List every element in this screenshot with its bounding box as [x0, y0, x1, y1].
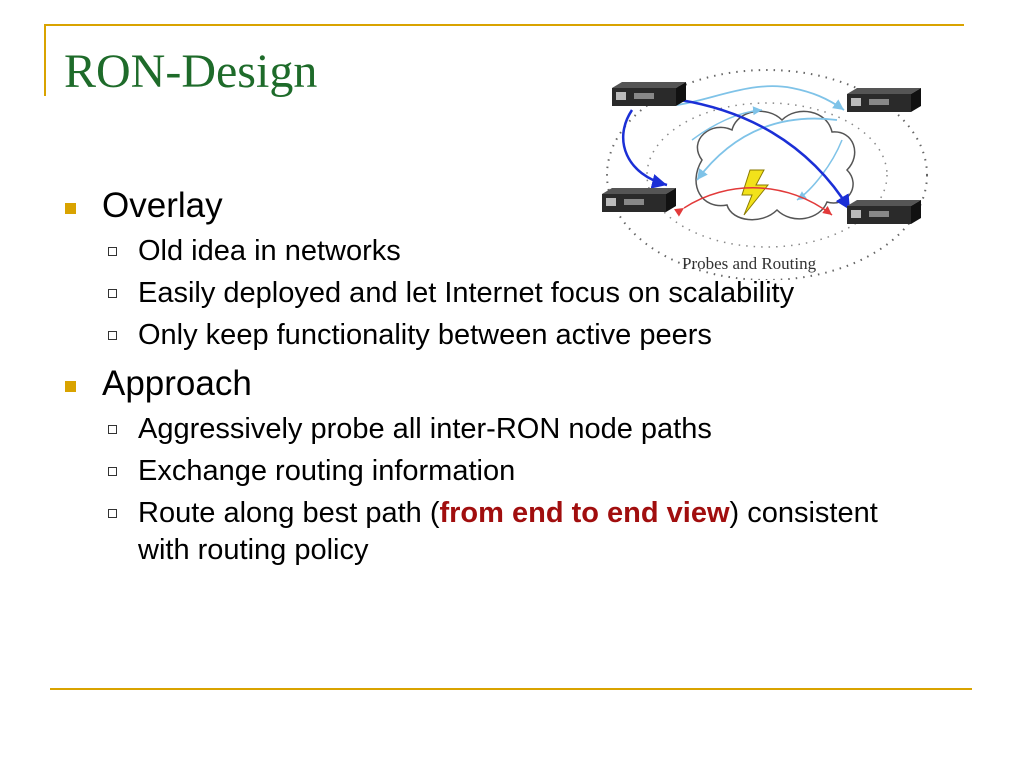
highlighted-text: from end to end view — [439, 497, 730, 529]
hollow-square-bullet-icon — [108, 425, 117, 434]
bullet-overlay: Overlay — [62, 184, 922, 228]
sub-bullet-text: Aggressively probe all inter-RON node pa… — [138, 413, 712, 445]
ron-node-icon — [602, 188, 676, 212]
probe-path — [691, 106, 763, 141]
failure-lightning-icon — [741, 169, 770, 216]
ron-node-icon — [612, 82, 686, 106]
hollow-square-bullet-icon — [108, 509, 117, 518]
hollow-square-bullet-icon — [108, 289, 117, 298]
sub-bullet-text: Easily deployed and let Internet focus o… — [138, 277, 795, 309]
sub-bullet-text-post: ) consistent with routing policy — [138, 497, 878, 566]
hollow-square-bullet-icon — [108, 467, 117, 476]
sub-bullet: Exchange routing information — [62, 453, 922, 490]
sub-bullet-text: Exchange routing information — [138, 455, 516, 487]
bullet-approach: Approach — [62, 362, 922, 406]
sub-bullet-text-pre: Route along best path ( — [138, 497, 440, 529]
bullet-text: Approach — [102, 364, 252, 403]
route-path — [679, 98, 852, 211]
ron-node-icon — [847, 200, 921, 224]
probe-path — [676, 85, 845, 111]
bullet-text: Overlay — [102, 186, 223, 225]
overlay-ring-inner — [646, 102, 888, 248]
route-path — [621, 109, 668, 189]
sub-bullet-text: Old idea in networks — [138, 235, 401, 267]
bottom-rule — [50, 688, 972, 690]
hollow-square-bullet-icon — [108, 331, 117, 340]
ron-node-icon — [847, 88, 921, 112]
square-bullet-icon — [65, 381, 76, 392]
sub-bullet: Only keep functionality between active p… — [62, 317, 922, 354]
left-rule — [44, 24, 46, 96]
slide-body: Overlay Old idea in networks Easily depl… — [62, 180, 922, 569]
hollow-square-bullet-icon — [108, 247, 117, 256]
square-bullet-icon — [65, 203, 76, 214]
sub-bullet: Aggressively probe all inter-RON node pa… — [62, 411, 922, 448]
top-rule — [44, 24, 964, 26]
probes-routing-diagram — [592, 40, 932, 281]
probe-path — [696, 117, 838, 181]
sub-bullet: Easily deployed and let Internet focus o… — [62, 275, 922, 312]
sub-bullet: Route along best path (from end to end v… — [62, 495, 922, 569]
sub-bullet-text: Only keep functionality between active p… — [138, 319, 712, 351]
diagram-caption: Probes and Routing — [682, 254, 817, 273]
sub-bullet: Old idea in networks — [62, 233, 922, 270]
slide-title: RON-Design — [64, 45, 318, 98]
failed-path — [674, 187, 833, 217]
